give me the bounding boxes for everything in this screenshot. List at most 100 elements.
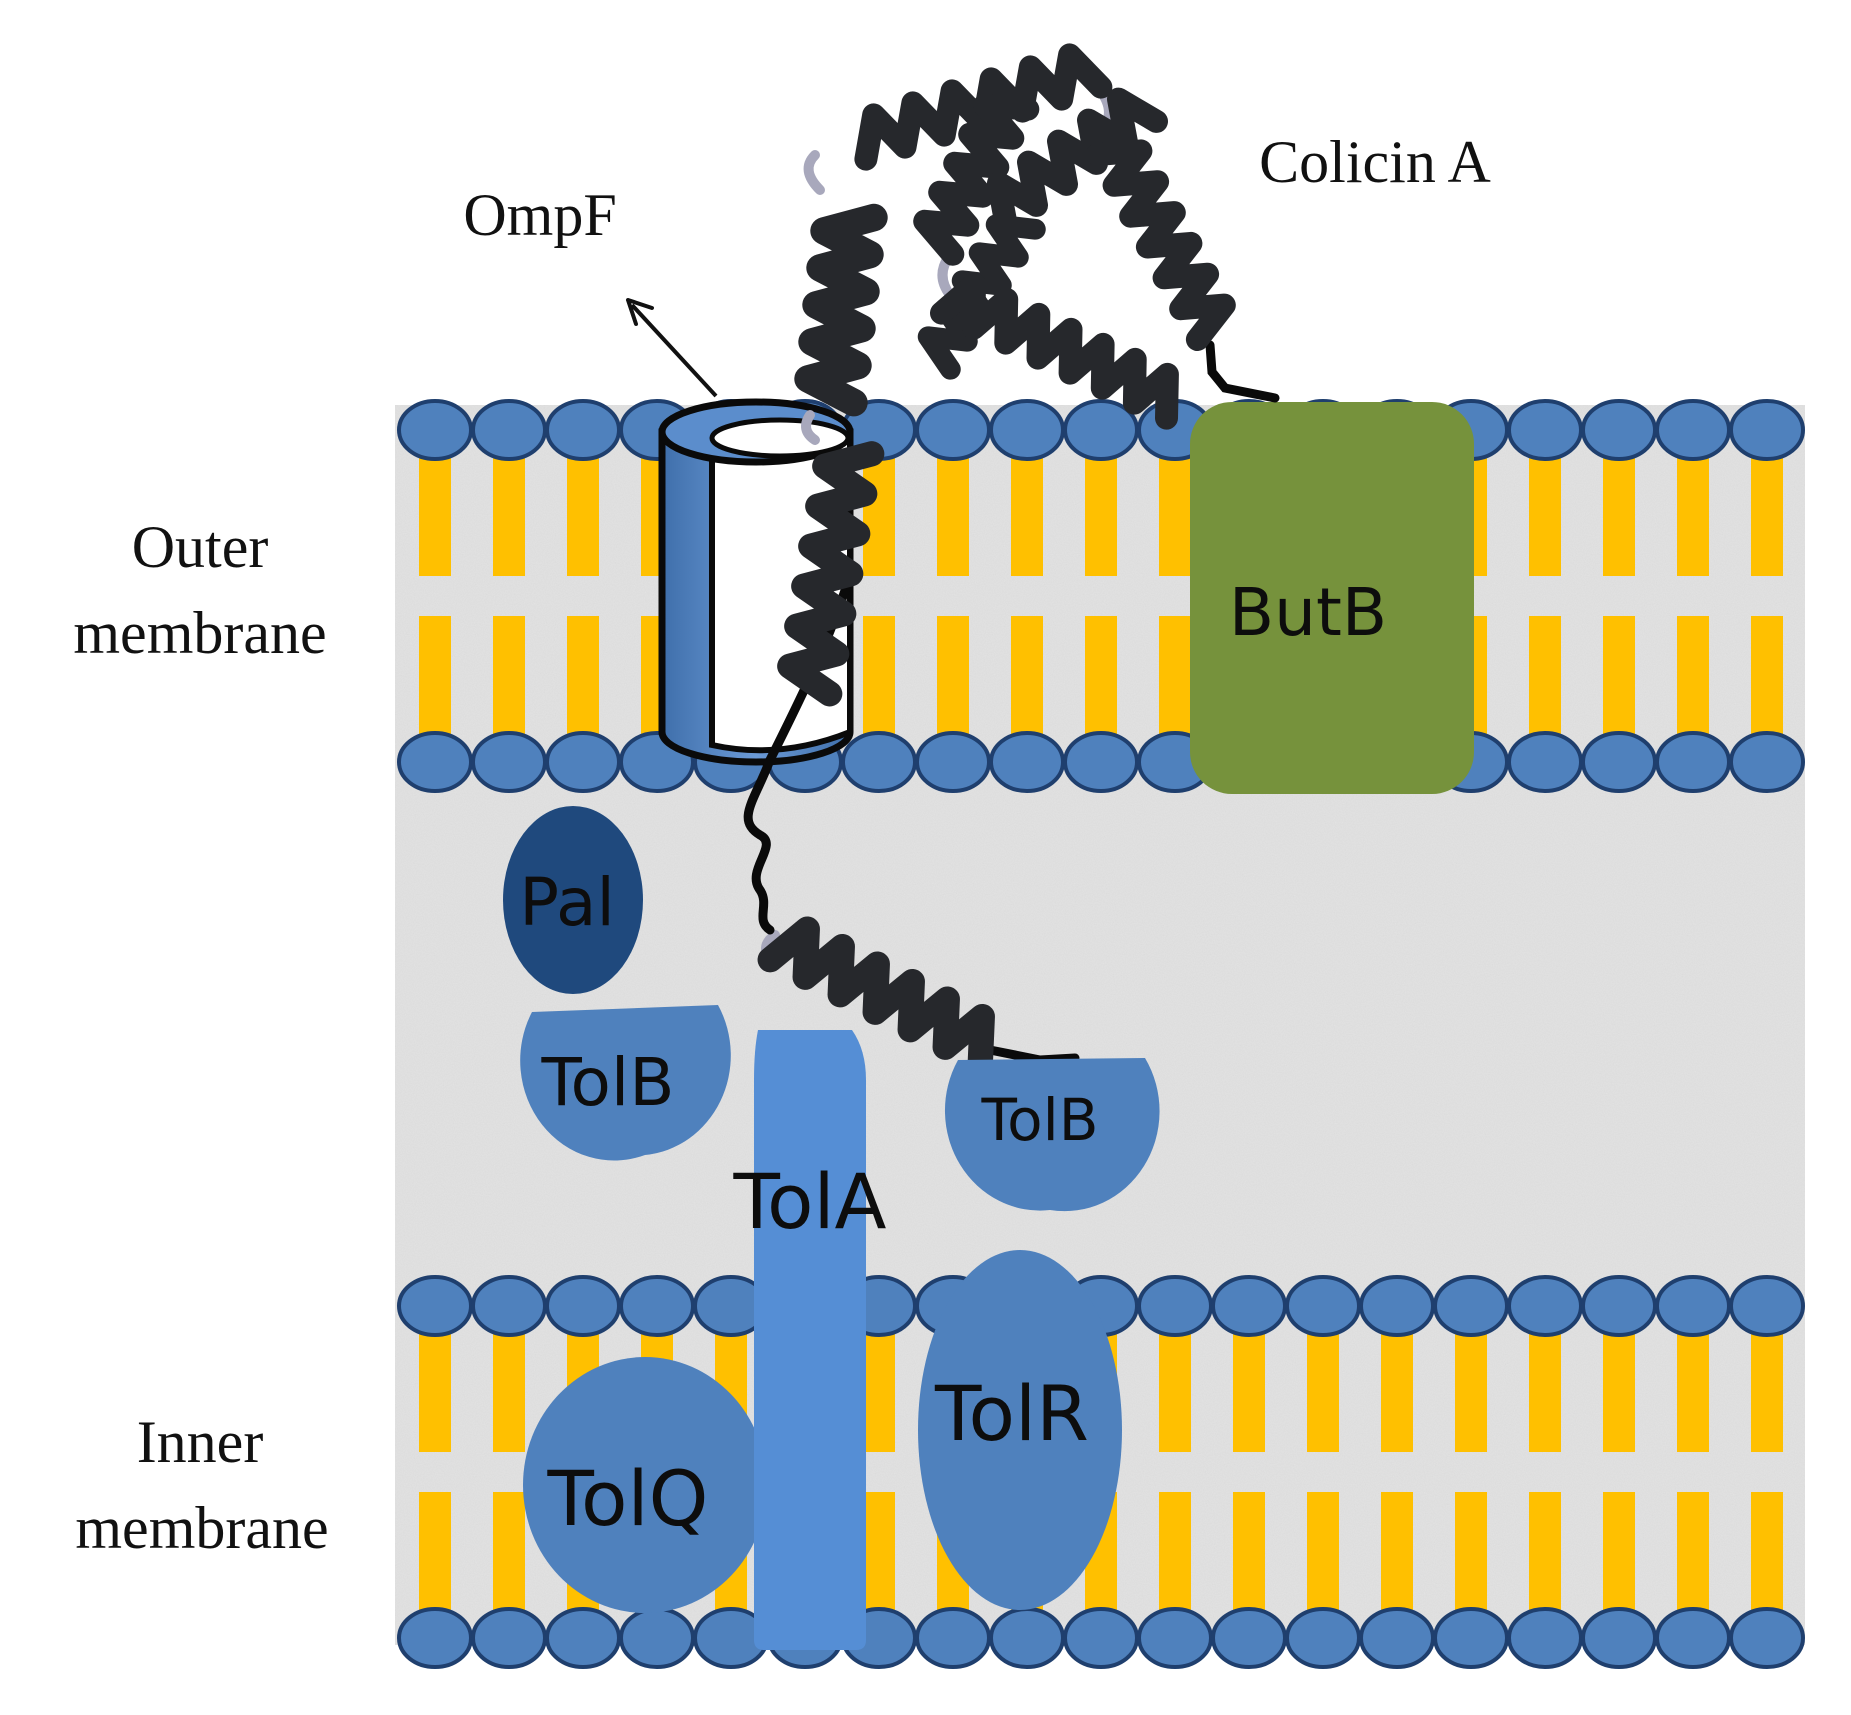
- lipid-tail: [493, 1326, 525, 1452]
- lipid-head: [915, 1607, 991, 1669]
- colicin-helix: [913, 93, 1040, 266]
- lipid-head: [1729, 399, 1805, 461]
- lipid-tail: [419, 450, 451, 576]
- lipid-tail: [1529, 450, 1561, 576]
- lipid-head: [545, 731, 621, 793]
- lipid-head: [1655, 731, 1731, 793]
- colicin-helix: [757, 916, 995, 1078]
- tolr-label: TolR: [934, 1369, 1089, 1458]
- ompf-arrow: [626, 298, 718, 398]
- lipid-tail: [419, 1326, 451, 1452]
- lipid-tail: [863, 1326, 895, 1452]
- butb-label: ButB: [1229, 574, 1387, 651]
- lipid-tail: [1159, 616, 1191, 742]
- lipid-tail: [1529, 616, 1561, 742]
- lipid-head: [1063, 731, 1139, 793]
- lipid-tail: [1529, 1492, 1561, 1618]
- tolb-right-protein: TolB: [944, 1058, 1160, 1212]
- lipid-head: [545, 1275, 621, 1337]
- lipid-head: [989, 731, 1065, 793]
- lipid-tail: [1455, 1492, 1487, 1618]
- lipid-head: [1507, 731, 1583, 793]
- lipid-tail: [1677, 1326, 1709, 1452]
- colicin-helix: [987, 87, 1168, 238]
- lipid-tail: [1751, 450, 1783, 576]
- inner-membrane-label-line1: Inner: [137, 1409, 264, 1475]
- lipid-head: [989, 1607, 1065, 1669]
- lipid-head: [1211, 1275, 1287, 1337]
- tola-protein: TolA: [732, 1030, 887, 1650]
- lipid-tail: [937, 616, 969, 742]
- lipid-head: [1729, 731, 1805, 793]
- tola-shape: [754, 1030, 866, 1650]
- colicin-helix: [854, 43, 1113, 171]
- lipid-head: [1211, 1607, 1287, 1669]
- tolq-label: TolQ: [547, 1454, 709, 1543]
- lipid-tail: [937, 450, 969, 576]
- tolq-shape: [523, 1357, 767, 1613]
- lipid-head: [1507, 399, 1583, 461]
- pal-shape: [503, 806, 643, 994]
- lipid-head: [619, 1607, 695, 1669]
- lipid-tail: [1751, 1492, 1783, 1618]
- lipid-head: [471, 399, 547, 461]
- lipid-tail: [493, 450, 525, 576]
- lipid-head: [1655, 399, 1731, 461]
- lipid-tail: [863, 1492, 895, 1618]
- lipid-head: [1655, 1275, 1731, 1337]
- lipid-tail: [493, 616, 525, 742]
- lipid-head: [1137, 1275, 1213, 1337]
- colicin-helix: [777, 441, 885, 707]
- lipid-head: [1655, 1607, 1731, 1669]
- colicin-helix: [930, 272, 1179, 430]
- lipid-head: [1433, 1607, 1509, 1669]
- lipid-head: [1359, 1607, 1435, 1669]
- outer-membrane-label-line2: membrane: [73, 600, 326, 666]
- lipid-head: [1063, 1607, 1139, 1669]
- lipid-head: [1729, 1275, 1805, 1337]
- lipid-tail: [1307, 1492, 1339, 1618]
- lipid-tail: [863, 616, 895, 742]
- lipid-tail: [1603, 1492, 1635, 1618]
- lipid-head: [397, 1607, 473, 1669]
- lipid-head: [471, 731, 547, 793]
- tolr-shape: [918, 1250, 1122, 1610]
- outer-membrane-label-line1: Outer: [132, 514, 269, 580]
- lipid-tail: [1381, 1492, 1413, 1618]
- lipid-tail: [1603, 616, 1635, 742]
- lipid-head: [1137, 1607, 1213, 1669]
- lipid-head: [1433, 1275, 1509, 1337]
- lipid-head: [1285, 1275, 1361, 1337]
- colicin-helix: [794, 203, 888, 417]
- lipid-tail: [567, 450, 599, 576]
- lipid-tail: [1751, 1326, 1783, 1452]
- inner-membrane-lower-heads: [397, 1607, 1805, 1669]
- lipid-tail: [1159, 1492, 1191, 1618]
- lipid-head: [545, 399, 621, 461]
- butb-shape: [1190, 402, 1474, 794]
- lipid-tail: [1233, 1492, 1265, 1618]
- lipid-tail: [419, 616, 451, 742]
- lipid-head: [397, 1275, 473, 1337]
- tolb-right-label: TolB: [981, 1086, 1099, 1154]
- lipid-head: [471, 1607, 547, 1669]
- lipid-head: [1285, 1607, 1361, 1669]
- lipid-head: [915, 399, 991, 461]
- inner-membrane-label-line2: membrane: [75, 1495, 328, 1561]
- lipid-head: [1507, 1607, 1583, 1669]
- colicin-a-protein: [743, 43, 1280, 1078]
- colicin-a-label: Colicin A: [1259, 129, 1491, 195]
- tola-label: TolA: [732, 1157, 886, 1246]
- lipid-head: [1581, 1607, 1657, 1669]
- colicin-helix: [1085, 139, 1236, 351]
- lipid-tail: [1603, 1326, 1635, 1452]
- tolb-left-shape: [520, 1005, 731, 1161]
- lipid-tail: [1603, 450, 1635, 576]
- lipid-tail: [1233, 1326, 1265, 1452]
- lipid-head: [1581, 1275, 1657, 1337]
- pal-label: Pal: [519, 864, 615, 941]
- lipid-tail: [1677, 450, 1709, 576]
- lipid-head: [989, 399, 1065, 461]
